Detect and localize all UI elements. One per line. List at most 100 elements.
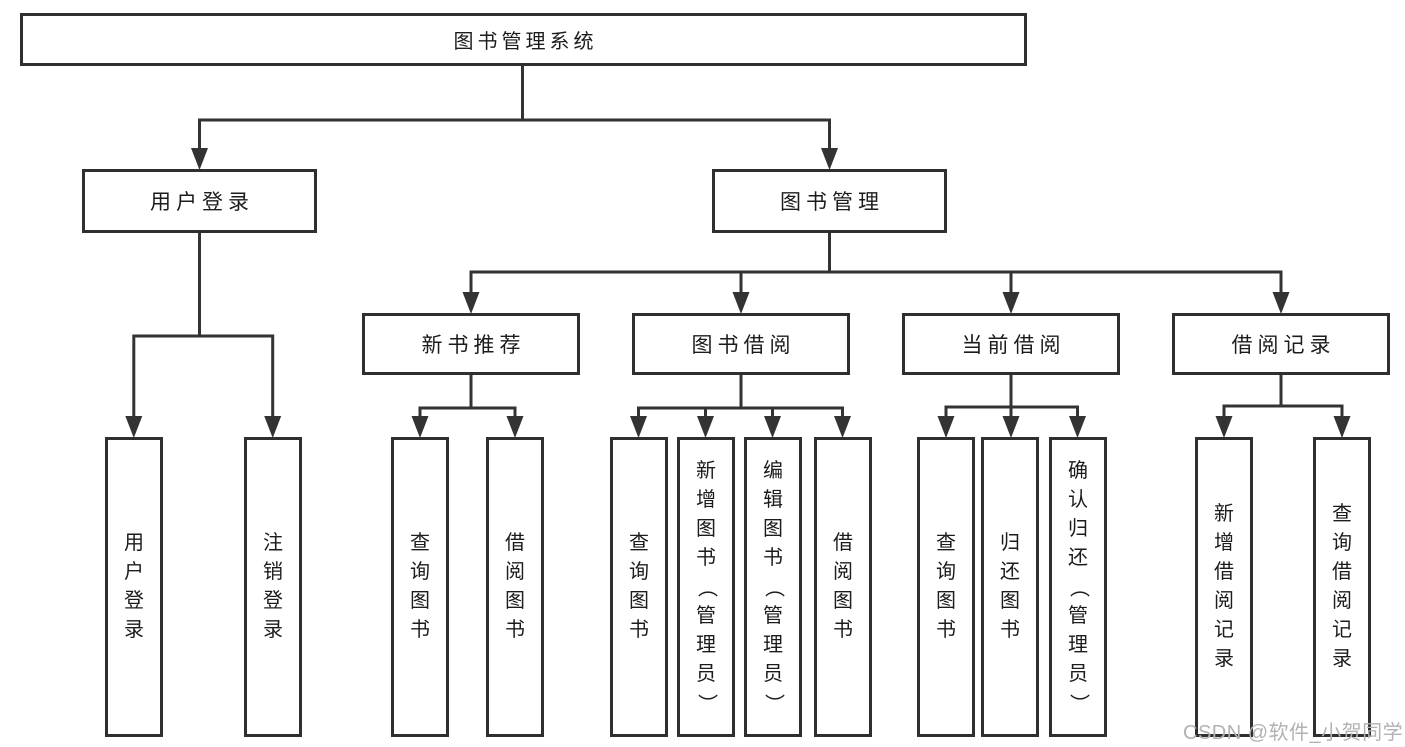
vertical-char: 书 — [505, 619, 525, 641]
vertical-char: 增 — [696, 488, 716, 511]
vertical-char: 录 — [263, 619, 283, 641]
vertical-char: 确 — [1068, 459, 1088, 482]
arrowhead — [732, 292, 750, 314]
vertical-char: （ — [1067, 577, 1090, 597]
vertical-char: ） — [695, 693, 718, 713]
vertical-char: 图 — [763, 517, 783, 540]
node-new-book-recommend: 新书推荐 — [362, 313, 580, 375]
vertical-char: 询 — [936, 561, 956, 583]
vertical-char: 理 — [1068, 633, 1088, 656]
leaf-label: 查询借阅记录 — [1316, 442, 1368, 732]
vertical-char: 编 — [763, 459, 783, 482]
leaf-label: 编辑图书 （ 管理员 ） — [747, 442, 799, 732]
vertical-char: 图 — [410, 590, 430, 612]
vertical-char: 查 — [410, 532, 430, 554]
vertical-char: 理 — [763, 633, 783, 656]
vertical-char: 户 — [124, 561, 144, 583]
vertical-char: 归 — [1000, 532, 1020, 554]
vertical-char: 录 — [1332, 648, 1352, 670]
vertical-char: （ — [762, 577, 785, 597]
vertical-char: ） — [1067, 693, 1090, 713]
vertical-char: 书 — [833, 619, 853, 641]
vertical-char: 书 — [1000, 619, 1020, 641]
vertical-char: 阅 — [833, 561, 853, 583]
vertical-char: ） — [762, 693, 785, 713]
vertical-char: 图 — [629, 590, 649, 612]
node-root: 图书管理系统 — [20, 13, 1027, 66]
vertical-char: 阅 — [1332, 590, 1352, 612]
vertical-char: 辑 — [763, 488, 783, 511]
arrowhead — [1069, 416, 1086, 438]
node-current-borrow: 当前借阅 — [902, 313, 1120, 375]
leaf-query-books-borrow: 查询图书 — [610, 437, 668, 737]
vertical-char: 登 — [124, 590, 144, 612]
leaf-query-books-recommend: 查询图书 — [391, 437, 449, 737]
arrowhead — [764, 416, 781, 438]
vertical-char: 查 — [936, 532, 956, 554]
leaf-label: 借阅图书 — [489, 442, 541, 732]
arrowhead — [697, 416, 714, 438]
arrowhead — [834, 416, 851, 438]
leaf-label: 确认归还（管理员） — [1052, 442, 1104, 732]
vertical-char: 书 — [629, 619, 649, 641]
vertical-char: 书 — [763, 546, 783, 569]
leaf-label: 查询图书 — [394, 442, 446, 732]
vertical-char: 借 — [1332, 561, 1352, 583]
arrowhead — [821, 148, 838, 170]
arrowhead — [191, 148, 208, 170]
node-book-management: 图书管理 — [712, 169, 947, 233]
vertical-char: 图 — [833, 590, 853, 612]
arrowhead — [1215, 416, 1233, 438]
vertical-char: 记 — [1214, 619, 1234, 641]
vertical-char: 查 — [1332, 503, 1352, 525]
vertical-char: 录 — [124, 619, 144, 641]
leaf-label: 注销登录 — [247, 442, 299, 732]
vertical-char: 管 — [1068, 604, 1088, 627]
leaf-edit-books-admin: 编辑图书 （ 管理员 ） — [744, 437, 802, 737]
leaf-label: 借阅图书 — [817, 442, 869, 732]
vertical-char: 认 — [1068, 488, 1088, 511]
vertical-char: 注 — [263, 532, 283, 554]
arrowhead — [411, 416, 429, 438]
leaf-add-borrow-record: 新增借阅记录 — [1195, 437, 1253, 737]
vertical-char: 员 — [696, 662, 716, 685]
vertical-char: 书 — [936, 619, 956, 641]
arrowhead — [1272, 292, 1290, 314]
vertical-char: 查 — [629, 532, 649, 554]
vertical-char: 借 — [1214, 561, 1234, 583]
vertical-char: 还 — [1068, 546, 1088, 569]
leaf-return-books: 归还图书 — [981, 437, 1039, 737]
arrowhead — [937, 416, 955, 438]
leaf-query-borrow-record: 查询借阅记录 — [1313, 437, 1371, 737]
watermark: CSDN @软件_小贺同学 — [1183, 722, 1404, 744]
vertical-char: （ — [695, 577, 718, 597]
vertical-char: 还 — [1000, 561, 1020, 583]
vertical-char: 增 — [1214, 532, 1234, 554]
vertical-char: 录 — [1214, 648, 1234, 670]
vertical-char: 员 — [763, 662, 783, 685]
vertical-char: 图 — [1000, 590, 1020, 612]
arrowhead — [264, 416, 282, 438]
vertical-char: 书 — [696, 546, 716, 569]
node-book-borrow: 图书借阅 — [632, 313, 850, 375]
leaf-add-books-admin: 新增图书（管理员） — [677, 437, 735, 737]
arrowhead — [1002, 292, 1020, 314]
vertical-char: 用 — [124, 532, 144, 554]
vertical-char: 图 — [936, 590, 956, 612]
vertical-char: 图 — [505, 590, 525, 612]
vertical-char: 管 — [763, 604, 783, 627]
leaf-label: 查询图书 — [920, 442, 972, 732]
node-borrow-records: 借阅记录 — [1172, 313, 1390, 375]
vertical-char: 登 — [263, 590, 283, 612]
leaf-label: 用户登录 — [108, 442, 160, 732]
vertical-char: 询 — [629, 561, 649, 583]
arrowhead — [125, 416, 143, 438]
vertical-char: 询 — [1332, 532, 1352, 554]
vertical-char: 询 — [410, 561, 430, 583]
vertical-char: 借 — [833, 532, 853, 554]
leaf-borrow-books: 借阅图书 — [814, 437, 872, 737]
vertical-char: 员 — [1068, 662, 1088, 685]
leaf-borrow-books-recommend: 借阅图书 — [486, 437, 544, 737]
